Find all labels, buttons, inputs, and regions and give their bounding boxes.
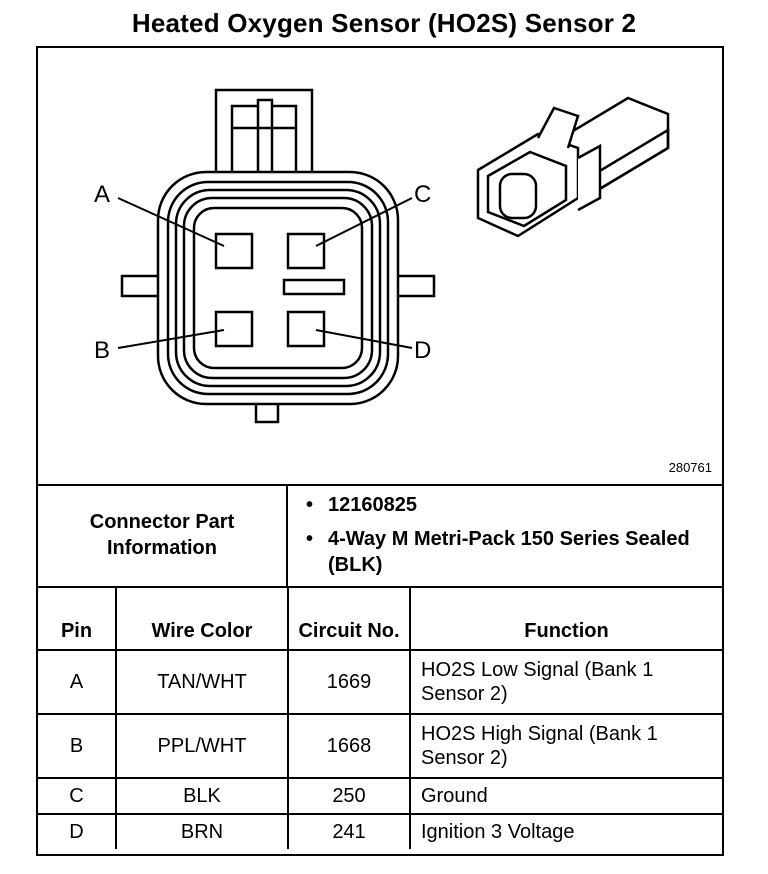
header-pin: Pin [38, 586, 117, 651]
connector-info-item: • 4-Way M Metri-Pack 150 Series Sealed (… [306, 526, 708, 578]
inner-ring [192, 206, 364, 370]
connector-seal [577, 143, 602, 212]
connector-opening [498, 172, 538, 220]
right-tab [392, 274, 436, 298]
connector-face-drawing: A C B D [94, 88, 670, 424]
connector-sheet: A C B D 280761 Connector Part Informatio… [36, 46, 724, 856]
cavity-b [214, 310, 254, 348]
connector-type: 4-Way M Metri-Pack 150 Series Sealed (BL… [328, 528, 690, 576]
cell-pin: A [38, 649, 117, 715]
cell-circuit: 1669 [287, 649, 411, 715]
pin-label-a: A [94, 181, 110, 208]
connector-part-info: Connector Part Information • 12160825 • … [38, 484, 722, 588]
connector-3d-view [476, 96, 670, 238]
connector-info-label-text: Connector Part Information [89, 511, 235, 559]
cell-wire-color: BRN [115, 813, 289, 849]
pinout-table: Pin Wire Color Circuit No. Function A TA… [38, 586, 722, 849]
connector-face [120, 88, 436, 424]
cell-circuit: 1668 [287, 713, 411, 779]
connector-diagram: A C B D 280761 [38, 48, 722, 486]
connector-rib [597, 127, 670, 192]
cell-pin: C [38, 777, 117, 815]
cell-pin: B [38, 713, 117, 779]
cell-function: HO2S High Signal (Bank 1 Sensor 2) [409, 713, 722, 779]
table-header-row: Pin Wire Color Circuit No. Function [38, 586, 722, 651]
header-function: Function [409, 586, 722, 651]
ring-4 [182, 196, 374, 380]
cavity-a [214, 232, 254, 270]
leader-a [117, 197, 225, 247]
header-circuit: Circuit No. [287, 586, 411, 651]
ring-2 [166, 180, 390, 396]
table-row: B PPL/WHT 1668 HO2S High Signal (Bank 1 … [38, 713, 722, 779]
cell-wire-color: PPL/WHT [115, 713, 289, 779]
cavity-d [286, 310, 326, 348]
left-tab [120, 274, 164, 298]
leader-c [315, 197, 413, 247]
ring-3 [174, 188, 382, 388]
cell-circuit: 241 [287, 813, 411, 849]
pin-label-d: D [414, 337, 431, 364]
cell-function: Ground [409, 777, 722, 815]
page-title: Heated Oxygen Sensor (HO2S) Sensor 2 [131, 8, 637, 38]
pin-label-c: C [414, 181, 431, 208]
table-row: A TAN/WHT 1669 HO2S Low Signal (Bank 1 S… [38, 649, 722, 715]
figure-number: 280761 [668, 460, 712, 475]
cell-wire-color: BLK [115, 777, 289, 815]
bullet-icon: • [306, 528, 314, 550]
cell-circuit: 250 [287, 777, 411, 815]
connector-lock-tab [536, 106, 580, 149]
cell-function: HO2S Low Signal (Bank 1 Sensor 2) [409, 649, 722, 715]
cell-function: Ignition 3 Voltage [409, 813, 722, 849]
table-row: D BRN 241 Ignition 3 Voltage [38, 813, 722, 849]
connector-info-list: • 12160825 • 4-Way M Metri-Pack 150 Seri… [288, 484, 722, 586]
pin-label-b: B [94, 337, 110, 364]
pin-leaders [117, 197, 413, 349]
cavity-c [286, 232, 326, 270]
connector-part-number: 12160825 [328, 494, 417, 516]
bullet-icon: • [306, 494, 314, 516]
leader-b [117, 329, 225, 349]
leader-d [315, 329, 413, 349]
pin-label-group: A C B D [94, 181, 431, 364]
connector-info-item: • 12160825 [306, 492, 708, 518]
header-wire-color: Wire Color [115, 586, 289, 651]
cell-pin: D [38, 813, 117, 849]
cell-wire-color: TAN/WHT [115, 649, 289, 715]
connector-info-label: Connector Part Information [38, 484, 288, 586]
keyway-slot [282, 278, 346, 296]
table-row: C BLK 250 Ground [38, 777, 722, 815]
